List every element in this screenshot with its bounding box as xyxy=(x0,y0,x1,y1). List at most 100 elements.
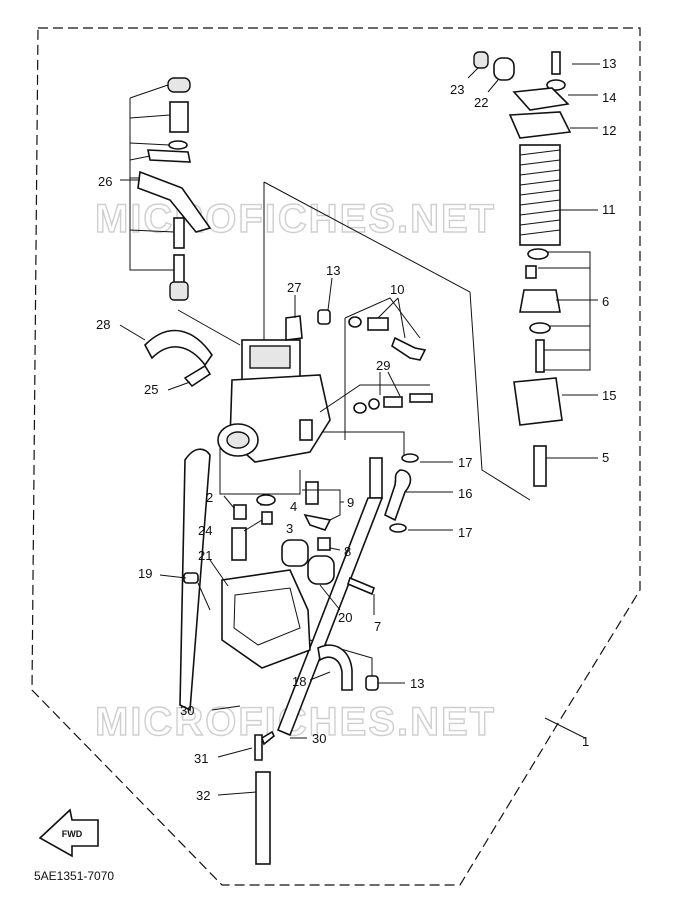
needle-6 xyxy=(535,339,545,373)
hose-16 xyxy=(384,469,412,522)
pipe-top-right xyxy=(369,457,383,499)
part-10-frame xyxy=(344,297,421,440)
reference-line-28 xyxy=(177,309,241,346)
jet-2 xyxy=(233,504,247,520)
callout-31: 31 xyxy=(194,751,208,766)
left-stack-leaders xyxy=(129,84,175,233)
spring-29 xyxy=(383,396,403,408)
clip-17-bottom xyxy=(389,523,407,533)
jet-8 xyxy=(317,537,331,551)
part-6-frame xyxy=(538,251,591,371)
screw-19-line xyxy=(197,582,211,611)
carburetor-body xyxy=(217,339,331,463)
screw-29 xyxy=(409,393,433,403)
callout-7: 7 xyxy=(374,619,381,634)
bracket-26 xyxy=(137,170,212,233)
callout-10: 10 xyxy=(390,282,404,297)
bracket-top xyxy=(512,87,570,111)
callout-13-mid: 13 xyxy=(326,263,340,278)
callout-19: 19 xyxy=(138,566,152,581)
needle-jet-5 xyxy=(533,445,547,487)
fwd-label: FWD xyxy=(62,829,83,839)
cap-top xyxy=(167,77,191,93)
callout-2: 2 xyxy=(206,490,213,505)
callout-18: 18 xyxy=(292,674,306,689)
clip-17-top xyxy=(401,453,419,463)
screw-19 xyxy=(183,572,199,584)
callout-28: 28 xyxy=(96,317,110,332)
pipe-30-right xyxy=(276,497,384,737)
screw-13-top xyxy=(551,51,561,75)
reference-line-17 xyxy=(300,431,405,458)
callout-14: 14 xyxy=(602,90,616,105)
part-25 xyxy=(183,364,212,388)
callout-24: 24 xyxy=(198,523,212,538)
washer-6a xyxy=(527,248,549,260)
callout-16: 16 xyxy=(458,486,472,501)
callout-13-top: 13 xyxy=(602,56,616,71)
float-bowl-21 xyxy=(221,569,311,669)
part-29-frame xyxy=(319,384,430,413)
callout-15: 15 xyxy=(602,388,616,403)
callout-21: 21 xyxy=(198,548,212,563)
callout-30-left: 30 xyxy=(180,703,194,718)
watermark-top: MICROFICHES.NET xyxy=(95,197,496,241)
callout-17-bottom: 17 xyxy=(458,525,472,540)
cap-22 xyxy=(493,57,515,81)
callout-32: 32 xyxy=(196,788,210,803)
callout-8: 8 xyxy=(344,544,351,559)
diagram-code: 5AE1351-7070 xyxy=(34,869,114,883)
holder-6 xyxy=(519,289,561,313)
o-ring-10 xyxy=(348,316,362,328)
screw-13-bottom xyxy=(365,675,379,691)
part-27 xyxy=(285,315,303,341)
o-ring-29 xyxy=(353,402,367,414)
screw-13-mid xyxy=(317,309,331,325)
fwd-arrow: FWD xyxy=(38,808,99,858)
callout-5: 5 xyxy=(602,450,609,465)
nut-23 xyxy=(473,51,489,69)
reference-line-left-group xyxy=(129,98,178,271)
screw-6 xyxy=(525,265,537,279)
needle-9 xyxy=(305,481,319,505)
callout-6: 6 xyxy=(602,294,609,309)
screw-7 xyxy=(347,576,375,596)
throttle-valve-15 xyxy=(513,377,563,426)
callout-12: 12 xyxy=(602,123,616,138)
float-20-a xyxy=(281,539,309,567)
pipe-32 xyxy=(255,771,271,865)
callout-1: 1 xyxy=(582,734,589,749)
callout-29: 29 xyxy=(376,358,390,373)
reference-line-needle xyxy=(263,181,531,501)
carb-intake-inner xyxy=(226,431,250,449)
float-bowl-inner xyxy=(233,587,301,646)
callout-4: 4 xyxy=(290,499,297,514)
callout-11: 11 xyxy=(602,202,616,217)
float-20-leader-line xyxy=(319,584,341,611)
carb-side-port xyxy=(299,419,313,441)
hose-28 xyxy=(144,329,213,367)
callout-17-top: 17 xyxy=(458,455,472,470)
screw-10 xyxy=(391,336,427,361)
o-ring-top xyxy=(168,140,188,150)
hose-18 xyxy=(317,644,353,691)
spring-10 xyxy=(367,317,389,331)
callout-30-right: 30 xyxy=(312,731,326,746)
pin-small xyxy=(173,254,185,286)
washer-4 xyxy=(256,494,276,506)
jet-3 xyxy=(261,511,273,525)
callout-27: 27 xyxy=(287,280,301,295)
callout-20: 20 xyxy=(338,610,352,625)
callout-3: 3 xyxy=(286,521,293,536)
carb-top-window xyxy=(249,345,291,369)
tube-24 xyxy=(231,527,247,561)
joint-31 xyxy=(254,730,276,761)
callout-leaders xyxy=(119,63,600,796)
spring-11-body xyxy=(519,144,561,246)
spring-11-coils xyxy=(519,149,561,236)
part-29-group xyxy=(319,384,433,414)
assembly-boundary xyxy=(31,27,641,886)
screw-top xyxy=(169,101,189,133)
